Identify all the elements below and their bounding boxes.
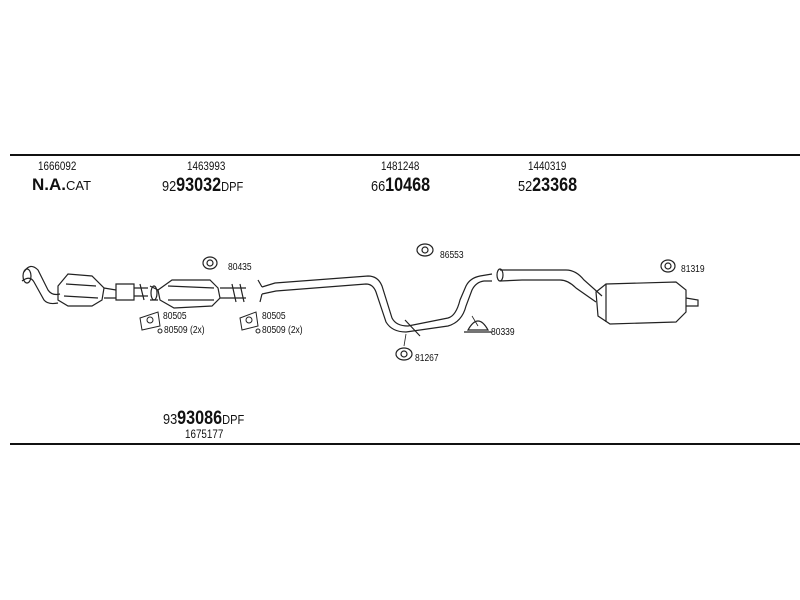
- part-label-80509a: 80509 (2x): [164, 325, 205, 336]
- mid-pipe: [261, 273, 493, 327]
- clamp-80339-icon: [464, 320, 492, 333]
- part-label-80435: 80435: [228, 262, 252, 273]
- front-part-label: N.A.CAT: [32, 175, 92, 194]
- bottom-rule: [10, 443, 800, 445]
- gasket-80505a-icon: [139, 311, 161, 331]
- bolt-80509a-icon: [157, 328, 163, 334]
- mount-81267-icon: [395, 347, 413, 361]
- clamp-80435-icon: [202, 256, 218, 270]
- part-label-80505a: 80505: [163, 311, 187, 322]
- dpf-part-number: 9293032DPF: [162, 175, 244, 196]
- part-label-80509b: 80509 (2x): [262, 325, 303, 336]
- front-oe-number: 1666092: [38, 159, 77, 173]
- mid-part-number: 6610468: [371, 175, 431, 196]
- mount-81319-icon: [660, 259, 676, 273]
- front-downpipe: [21, 265, 61, 305]
- alt-dpf-oe-number: 1675177: [185, 427, 224, 441]
- top-rule: [10, 154, 800, 156]
- mount-86553-icon: [416, 243, 434, 257]
- alt-dpf-part-number: 9393086DPF: [163, 408, 245, 429]
- rear-pipe: [500, 269, 603, 297]
- part-label-80339: 80339: [491, 327, 515, 338]
- bolt-80509b-icon: [255, 328, 261, 334]
- catalytic-converter: [57, 273, 105, 307]
- part-label-81267: 81267: [415, 353, 439, 364]
- rear-oe-number: 1440319: [528, 159, 567, 173]
- part-label-86553: 86553: [440, 250, 464, 261]
- part-label-81319: 81319: [681, 264, 705, 275]
- dpf-oe-number: 1463993: [187, 159, 226, 173]
- dpf-unit: [157, 279, 221, 309]
- gasket-80505b-icon: [239, 311, 259, 331]
- front-pipe-flange: [22, 268, 32, 284]
- part-label-80505b: 80505: [262, 311, 286, 322]
- rear-muffler: [595, 281, 687, 325]
- mid-oe-number: 1481248: [381, 159, 420, 173]
- rear-part-number: 5223368: [518, 175, 578, 196]
